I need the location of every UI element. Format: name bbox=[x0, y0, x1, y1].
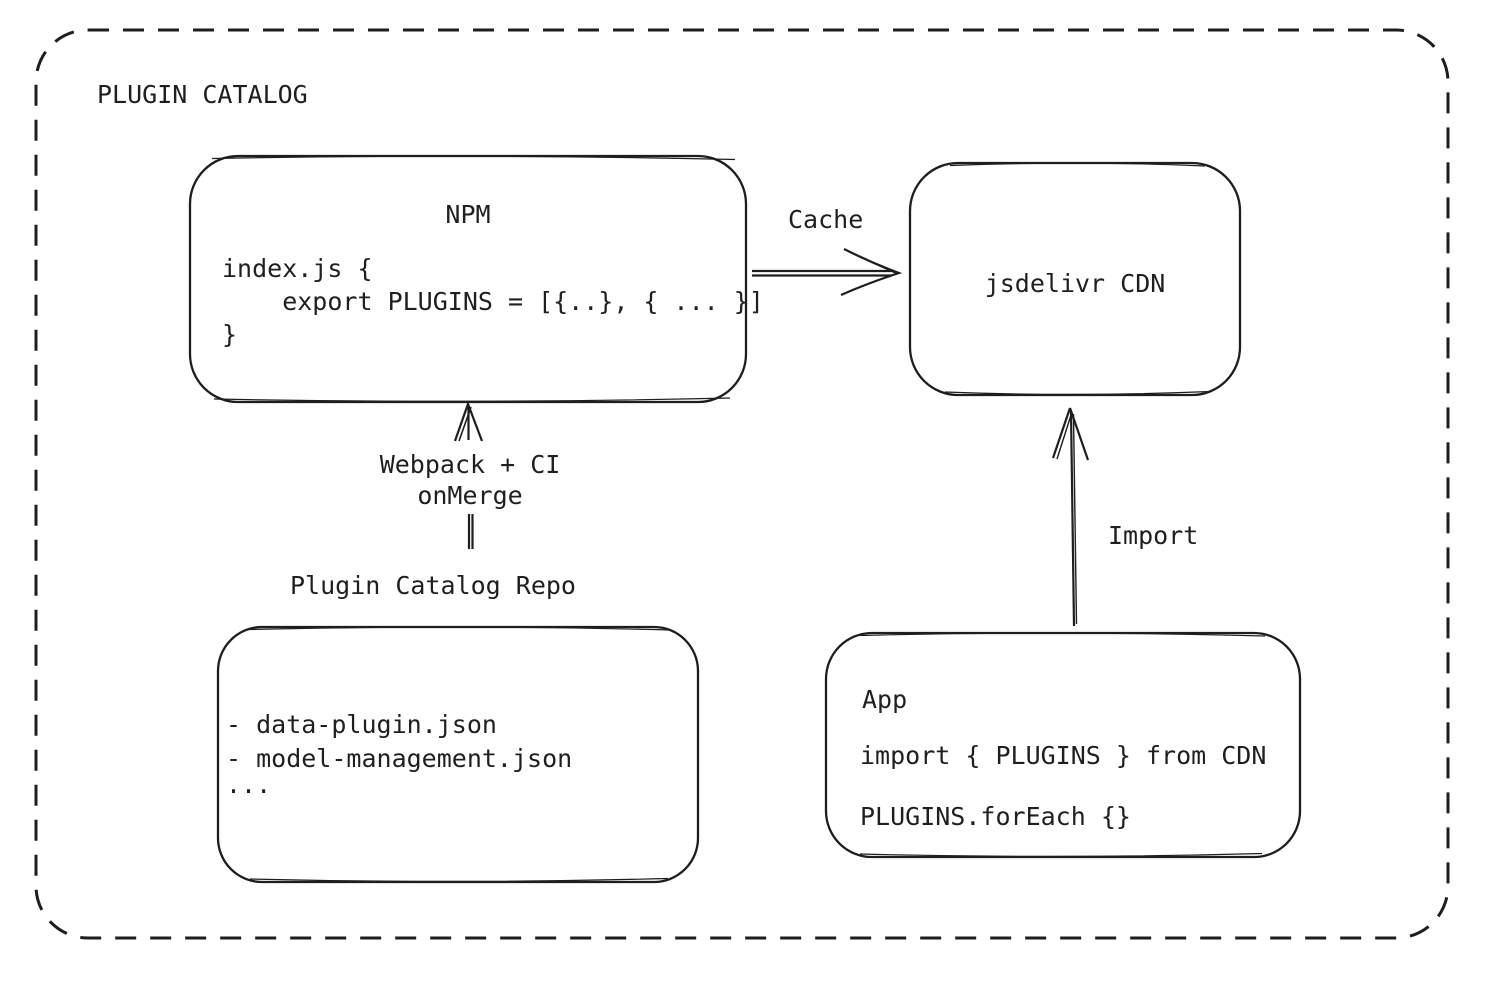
app-box-title: App bbox=[862, 685, 908, 714]
build-arrow-label: Webpack + CI onMerge bbox=[379, 450, 561, 510]
diagram-title: PLUGIN CATALOG bbox=[97, 80, 308, 109]
repo-file-item: - model-management.json bbox=[226, 744, 573, 773]
app-code-line: import { PLUGINS } from CDN bbox=[860, 741, 1267, 770]
cache-arrow bbox=[752, 248, 903, 297]
repo-box-label: Plugin Catalog Repo bbox=[290, 571, 576, 600]
cache-arrow-label: Cache bbox=[788, 205, 864, 234]
import-arrow bbox=[1051, 407, 1090, 627]
repo-box bbox=[216, 625, 700, 884]
build-arrow bbox=[453, 400, 484, 549]
repo-file-item: - data-plugin.json bbox=[226, 710, 497, 739]
cdn-box-label: jsdelivr CDN bbox=[984, 269, 1166, 298]
plugin-catalog-boundary bbox=[34, 28, 1450, 940]
app-box bbox=[824, 631, 1302, 859]
npm-code-block: index.js { export PLUGINS = [{..}, { ...… bbox=[222, 254, 764, 349]
repo-file-item: ... bbox=[226, 770, 272, 799]
import-arrow-label: Import bbox=[1108, 521, 1199, 550]
app-code-line: PLUGINS.forEach {} bbox=[860, 802, 1131, 831]
cdn-box bbox=[908, 161, 1242, 397]
npm-box-title: NPM bbox=[445, 200, 491, 229]
npm-box bbox=[188, 154, 748, 404]
